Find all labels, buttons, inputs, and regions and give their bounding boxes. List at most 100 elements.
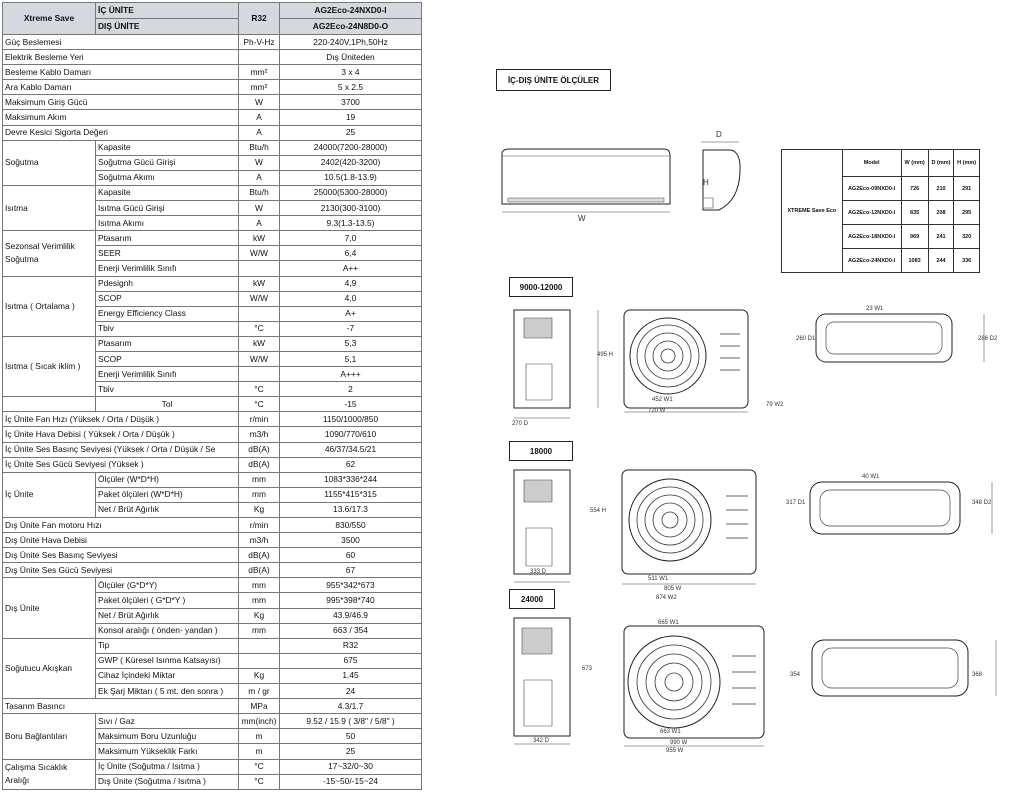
spec-value: 5,1 [279,350,422,368]
spec-unit: m / gr [238,683,280,700]
spec-unit: r/min [238,411,280,428]
spec-value: Dış Üniteden [279,49,422,66]
spec-sub-label: Cihaz İçindeki Miktar [95,667,239,685]
s3-side: 354 [790,672,801,678]
spec-row: Energy Efficiency Class A+ [3,305,422,322]
spec-value: -15~50/-15~24 [279,773,422,790]
spec-unit: mm [238,471,280,488]
section-label-18000: 18000 [509,441,573,461]
dim-cell: 291 [953,176,980,201]
dim-cell: 835 [900,200,929,225]
spec-value: 2130(300-3100) [279,200,422,217]
spec-unit: W/W [238,290,280,307]
spec-group-label: Devre Kesici Sigorta Değeri [2,124,239,141]
spec-value: 24000(7200-28000) [279,139,422,156]
dim-header-h: H (mm) [953,149,980,177]
dim-cell: AG2Eco-12NXD0-I [841,200,902,225]
spec-table: Xtreme Save İÇ ÜNİTE R32 AG2Eco-24NXD0-I… [2,2,422,790]
spec-value: 13.6/17.3 [279,501,422,519]
s3-top: 665 W1 [658,620,679,626]
s3-height: 673 [582,666,593,672]
s1-mount: 452 W1 [652,397,673,403]
spec-unit: mm(inch) [238,713,280,730]
spec-group-label: Güç Beslemesi [2,33,239,51]
spec-sub-label: Tip [95,637,239,654]
s2-extra: 874 W2 [656,595,677,601]
spec-value: 4,0 [279,290,422,307]
spec-value: 25 [279,743,422,760]
spec-unit: r/min [238,516,280,534]
indoor-w-label: W [578,214,586,223]
spec-sub-label: Kapasite [95,184,239,202]
dim-cell: 210 [927,176,955,201]
spec-unit: A [238,109,280,126]
spec-value: 830/550 [279,516,422,534]
spec-row: İç Ünite Ses Basınç Seviyesi (Yüksek / O… [2,441,422,458]
spec-group-label: Dış Ünite Fan motoru Hızı [2,516,239,534]
spec-value: 3 x 4 [279,64,422,81]
spec-value: 60 [279,547,422,564]
indoor-d-label: D [716,130,722,139]
dim-header-model: Model [841,149,902,177]
outdoor-unit-24000-drawing [508,612,1008,762]
dim-cell: 726 [900,176,929,201]
spec-value: A+ [279,305,422,322]
s2-right: 348 D2 [972,500,992,506]
dim-cell: 244 [927,248,955,273]
spec-unit: Ph-V-Hz [238,33,280,51]
spec-value: 2 [279,381,422,398]
spec-unit: MPa [238,698,280,715]
spec-row: İç Ünite Ses Gücü Seviyesi (Yüksek )dB(A… [2,456,422,473]
dim-cell: 295 [953,200,980,225]
header-row-indoor: Xtreme Save İÇ ÜNİTE R32 AG2Eco-24NXD0-I [2,2,422,35]
s1-side: 260 D1 [796,336,816,342]
spec-value: 46/37/34.5/21 [279,441,422,458]
drawings-title: İÇ-DIŞ ÜNİTE ÖLÇÜLER [496,69,611,91]
spec-unit: mm² [238,64,280,81]
spec-unit [238,305,280,322]
spec-unit: W [238,154,280,171]
spec-group-label: Sezonsal Verimlilik Soğutma [2,230,96,277]
spec-value: 995*398*740 [279,592,422,609]
s2-height: 554 H [590,508,607,514]
spec-value: 25 [279,124,422,141]
spec-group-label: Soğutucu Akışkan [2,637,96,700]
indoor-unit-side-drawing [695,138,745,216]
spec-group-label: Elektrik Besleme Yeri [2,49,239,66]
spec-unit: mm [238,577,280,594]
indoor-label: İÇ ÜNİTE [95,2,239,19]
spec-sub-label: Maksimum Yükseklik Farkı [95,743,239,760]
spec-group-label: Dış Ünite Hava Debisi [2,532,239,549]
spec-sub-label: Kapasite [95,139,239,156]
spec-group-label: Çalışma Sıcaklık Aralığı [2,758,96,790]
indoor-model: AG2Eco-24NXD0-I [279,2,422,19]
s3-width: 955 W [666,748,684,754]
spec-row: Tol°C-15 [2,396,422,413]
spec-value: 2402(420-3200) [279,154,422,171]
spec-sub-label: Isıtma Akımı [95,215,239,232]
spec-value: A++ [279,260,422,277]
spec-row: Tbiv°C-7 [3,320,422,337]
spec-sub-label: Net / Brüt Ağırlık [95,607,239,624]
spec-value: 9.52 / 15.9 ( 3/8" / 5/8" ) [279,713,422,730]
spec-row: İç Ünite Hava Debisi ( Yüksek / Orta / D… [2,426,422,443]
spec-group-label: Maksimum Akım [2,109,239,126]
spec-unit: kW [238,230,280,247]
spec-group-label: Ara Kablo Damarı [2,79,239,96]
spec-group-label: İç Ünite Ses Gücü Seviyesi (Yüksek ) [2,456,239,473]
spec-value: 50 [279,728,422,745]
s2-width: 805 W [664,586,682,592]
spec-sub-label: Energy Efficiency Class [95,305,239,322]
